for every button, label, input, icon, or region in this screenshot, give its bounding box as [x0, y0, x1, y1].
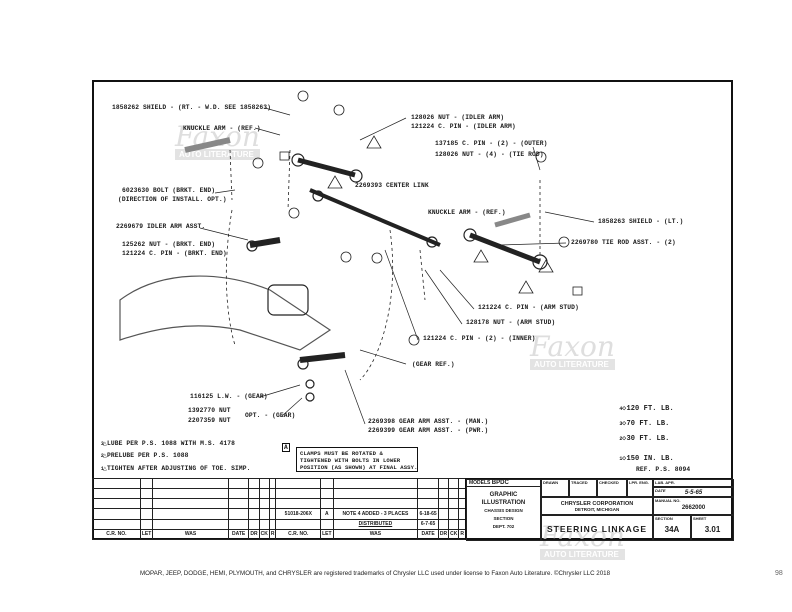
callout-knuckle-arm-right: KNUCKLE ARM - (REF.) — [428, 209, 506, 216]
col-cr-no: C.R. NO. — [92, 528, 141, 541]
clamp-symbol: A — [282, 443, 290, 452]
revision-row: DISTRIBUTED 6-7-65 — [92, 518, 466, 530]
clamp-note-line: TIGHTENED WITH BOLTS IN LOWER — [300, 457, 401, 464]
dept-line: CHASSIS DESIGN — [484, 508, 523, 513]
callout-tie-rod: 2269780 TIE ROD ASST. - (2) — [571, 239, 676, 246]
callout-pin-brkt: 121224 C. PIN - (BRKT. END) — [122, 250, 227, 257]
col-was: WAS — [152, 528, 229, 541]
rev-was: DISTRIBUTED — [332, 518, 419, 530]
callout-nut-tie-rod: 128026 NUT - (4) - (TIE ROD) — [435, 151, 544, 158]
callout-gear-ref: (GEAR REF.) — [412, 361, 455, 368]
callout-leaders — [199, 107, 595, 425]
dept-line: ILLUSTRATION — [481, 500, 526, 506]
title-block: MODELS BPDC GRAPHIC ILLUSTRATION CHASSIS… — [465, 478, 734, 541]
col-r: R — [268, 528, 277, 541]
col-dr: DR — [437, 528, 450, 541]
knuckle-arm — [184, 137, 531, 228]
approved-cell: LPR. ENG. — [627, 479, 653, 497]
callout-shield-lt: 1858263 SHIELD - (LT.) — [598, 218, 684, 225]
rev-cr-no: 51018-206X — [275, 508, 322, 520]
rev-letter: A — [320, 508, 334, 520]
clamp-note-box: CLAMPS MUST BE ROTATED & TIGHTENED WITH … — [296, 447, 418, 472]
callout-bolt-note: (DIRECTION OF INSTALL. OPT.) — [118, 196, 227, 203]
rev-was: NOTE 4 ADDED - 3 PLACES — [332, 508, 419, 520]
drawn-cell: DRAWN — [541, 479, 569, 497]
reference-symbols — [252, 90, 583, 346]
callout-nut-opt: OPT. - (GEAR) — [245, 412, 296, 419]
callout-nut-2: 2207359 NUT — [188, 417, 231, 424]
callout-nut-brkt: 125262 NUT - (BRKT. END) — [122, 241, 216, 248]
company-cell: CHRYSLER CORPORATION DETROIT, MICHIGAN — [541, 497, 653, 515]
dept-line: GRAPHIC — [489, 492, 518, 498]
callout-pin-outer: 137185 C. PIN - (2) - (OUTER) — [435, 140, 548, 147]
drawing-title: STEERING LINKAGE — [541, 515, 653, 541]
col-dr: DR — [248, 528, 260, 541]
dept-line: SECTION — [493, 516, 514, 521]
leader-lines — [225, 149, 541, 381]
col-was: WAS — [332, 528, 419, 541]
rev-date: 6-18-65 — [417, 508, 439, 520]
callout-gear-arm-pwr: 2269399 GEAR ARM ASST. - (PWR.) — [368, 427, 489, 434]
callout-nut-1: 1392770 NUT — [188, 407, 231, 414]
revision-row: 51018-206X A NOTE 4 ADDED - 3 PLACES 6-1… — [92, 508, 466, 520]
checked-cell: CHECKED — [597, 479, 627, 497]
col-ck: CK — [258, 528, 270, 541]
models-cell: MODELS BPDC — [466, 479, 541, 487]
clamp-note-line: CLAMPS MUST BE ROTATED & — [300, 450, 383, 457]
callout-nut-idler: 128026 NUT - (IDLER ARM) — [411, 114, 505, 121]
steering-gear — [119, 275, 346, 402]
company-city: DETROIT, MICHIGAN — [574, 507, 620, 512]
col-cr-no: C.R. NO. — [275, 528, 322, 541]
col-date: DATE — [227, 528, 250, 541]
callout-gear-arm-man: 2269398 GEAR ARM ASST. - (MAN.) — [368, 418, 489, 425]
center-link — [309, 188, 441, 248]
rev-date: 6-7-65 — [417, 518, 439, 530]
callout-idler-arm: 2269679 IDLER ARM ASST. — [116, 223, 206, 230]
callout-center-link: 2269393 CENTER LINK — [355, 182, 429, 189]
department-cell: GRAPHIC ILLUSTRATION CHASSIS DESIGN SECT… — [466, 487, 541, 541]
col-date: DATE — [417, 528, 439, 541]
manual-cell: MANUAL NO.2662000 — [653, 497, 734, 515]
revision-header-row: C.R. NO. LET WAS DATE DR CK R C.R. NO. L… — [92, 528, 466, 541]
callout-pin-inner: 121224 C. PIN - (2) - (INNER) — [423, 335, 536, 342]
col-let: LET — [139, 528, 154, 541]
col-let: LET — [320, 528, 334, 541]
callout-lock-washer: 116125 L.W. - (GEAR) — [190, 393, 268, 400]
tie-rod-left — [291, 153, 363, 183]
col-ck: CK — [448, 528, 460, 541]
page-number: 98 — [775, 570, 783, 577]
revision-table: 51018-206X A NOTE 4 ADDED - 3 PLACES 6-1… — [92, 477, 466, 541]
tie-rod-right — [463, 228, 548, 270]
callout-nut-arm-stud: 128178 NUT - (ARM STUD) — [466, 319, 556, 326]
dept-line: DEPT. 702 — [492, 524, 515, 529]
callout-pin-idler: 121224 C. PIN - (IDLER ARM) — [411, 123, 516, 130]
company-name: CHRYSLER CORPORATION — [560, 501, 634, 507]
callout-knuckle-arm: KNUCKLE ARM - (REF.) — [183, 125, 261, 132]
torque-ref: REF. P.S. 8094 — [636, 466, 691, 473]
callout-pin-arm-stud: 121224 C. PIN - (ARM STUD) — [478, 304, 579, 311]
callout-bolt: 6023630 BOLT (BRKT. END) — [122, 187, 216, 194]
callout-shield-rt: 1858262 SHIELD - (RT. - W.D. SEE 1858263… — [112, 104, 272, 111]
lab-apr-cell: LAB. APR. — [653, 479, 734, 487]
traced-cell: TRACED — [569, 479, 597, 497]
idler-arm — [246, 237, 281, 252]
clamp-note-line: POSITION (AS SHOWN) AT FINAL ASSY. — [300, 464, 418, 471]
trademark-footer: MOPAR, JEEP, DODGE, HEMI, PLYMOUTH, and … — [140, 570, 611, 577]
